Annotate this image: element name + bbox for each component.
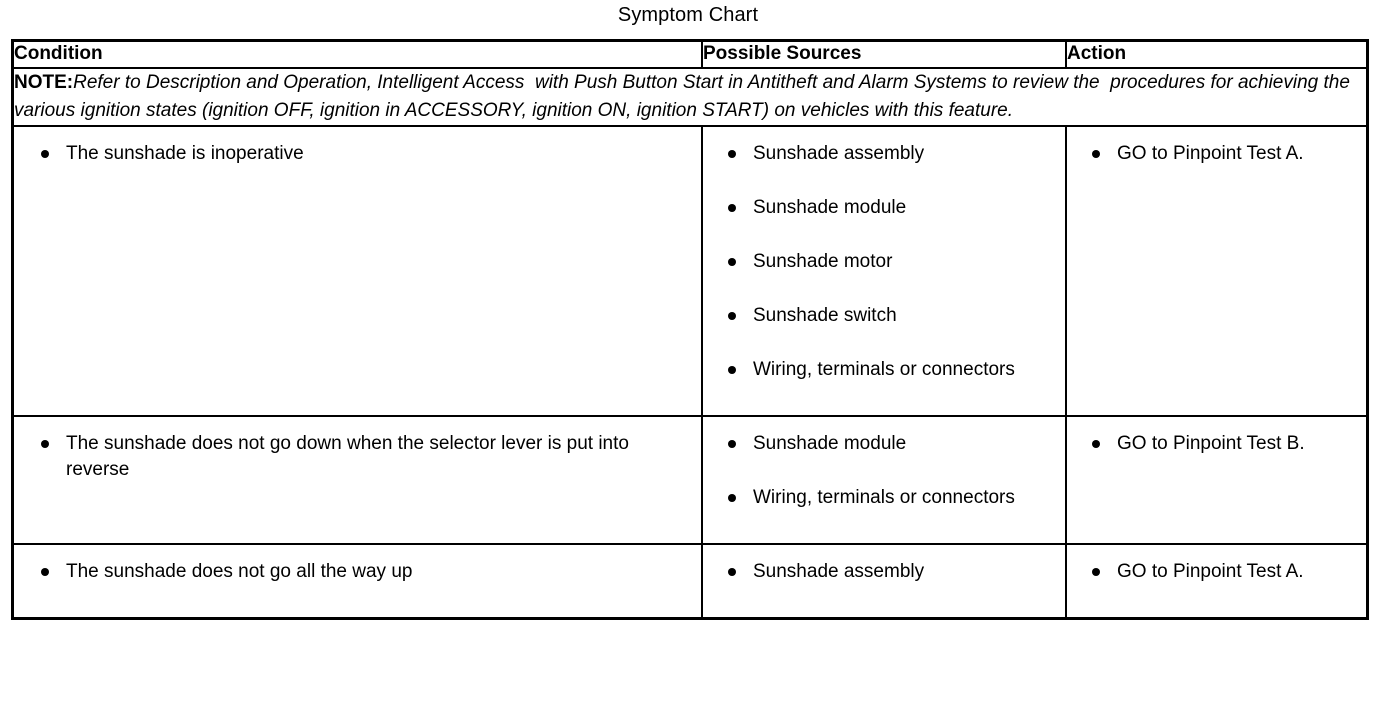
list-item: GO to Pinpoint Test A. [1091,559,1356,585]
list-item-label: Wiring, terminals or connectors [753,487,1015,508]
sources-list: Sunshade module Wiring, terminals or con… [703,417,1065,525]
table-row: The sunshade does not go down when the s… [14,415,1366,545]
cell-possible-sources: Sunshade assembly Sunshade module Sunsha… [701,125,1067,417]
page-title: Symptom Chart [617,4,759,26]
column-header-condition: Condition [14,42,703,69]
list-item-label: Sunshade module [753,433,907,454]
bullet-icon [41,440,49,448]
list-item: The sunshade does not go down when the s… [40,431,691,483]
action-list: GO to Pinpoint Test B. [1067,417,1366,471]
table-header-row: Condition Possible Sources Action [14,42,1366,69]
list-item: Sunshade assembly [727,559,1055,585]
list-item-label: GO to Pinpoint Test A. [1117,561,1304,582]
list-item: Sunshade switch [727,303,1055,329]
sources-list: Sunshade assembly [703,545,1065,599]
bullet-icon [728,440,736,448]
list-item-label: Sunshade motor [753,251,893,272]
cell-action: GO to Pinpoint Test A. [1065,543,1366,617]
note-row: NOTE:Refer to Description and Operation,… [14,67,1366,127]
action-list: GO to Pinpoint Test A. [1067,545,1366,599]
list-item-label: GO to Pinpoint Test A. [1117,143,1304,164]
note-label: NOTE: [14,72,74,93]
column-header-action: Action [1065,42,1366,69]
list-item-label: Sunshade assembly [753,561,925,582]
bullet-icon [728,258,736,266]
note-cell: NOTE:Refer to Description and Operation,… [14,67,1366,127]
bullet-icon [41,568,49,576]
list-item: Sunshade module [727,431,1055,457]
condition-list: The sunshade is inoperative [14,127,701,181]
column-header-possible-sources: Possible Sources [701,42,1067,69]
list-item-label: Sunshade switch [753,305,897,326]
list-item-label: GO to Pinpoint Test B. [1117,433,1305,454]
list-item-label: The sunshade does not go all the way up [66,561,413,582]
bullet-icon [41,150,49,158]
list-item-label: The sunshade is inoperative [66,143,304,164]
symptom-table: Condition Possible Sources Action NOTE:R… [14,42,1366,617]
list-item: Sunshade module [727,195,1055,221]
condition-list: The sunshade does not go all the way up [14,545,701,599]
condition-list: The sunshade does not go down when the s… [14,417,701,497]
list-item: Wiring, terminals or connectors [727,357,1055,383]
bullet-icon [728,150,736,158]
symptom-table-frame: Condition Possible Sources Action NOTE:R… [11,39,1369,620]
bullet-icon [728,204,736,212]
bullet-icon [728,366,736,374]
bullet-icon [1092,150,1100,158]
cell-possible-sources: Sunshade module Wiring, terminals or con… [701,415,1067,545]
cell-possible-sources: Sunshade assembly [701,543,1067,617]
list-item: GO to Pinpoint Test B. [1091,431,1356,457]
bullet-icon [728,494,736,502]
list-item-label: Wiring, terminals or connectors [753,359,1015,380]
bullet-icon [728,568,736,576]
list-item: The sunshade is inoperative [40,141,691,167]
table-row: The sunshade is inoperative Sunshade ass… [14,125,1366,417]
list-item-label: Sunshade assembly [753,143,925,164]
cell-action: GO to Pinpoint Test B. [1065,415,1366,545]
cell-condition: The sunshade does not go down when the s… [14,415,703,545]
list-item-label: The sunshade does not go down when the s… [66,433,629,480]
table-row: The sunshade does not go all the way up … [14,543,1366,617]
list-item: Sunshade assembly [727,141,1055,167]
note-text: Refer to Description and Operation, Inte… [14,72,1356,121]
cell-condition: The sunshade does not go all the way up [14,543,703,617]
list-item: The sunshade does not go all the way up [40,559,691,585]
cell-condition: The sunshade is inoperative [14,125,703,417]
list-item-label: Sunshade module [753,197,907,218]
bullet-icon [1092,568,1100,576]
list-item: GO to Pinpoint Test A. [1091,141,1356,167]
sources-list: Sunshade assembly Sunshade module Sunsha… [703,127,1065,397]
bullet-icon [1092,440,1100,448]
cell-action: GO to Pinpoint Test A. [1065,125,1366,417]
action-list: GO to Pinpoint Test A. [1067,127,1366,181]
list-item: Wiring, terminals or connectors [727,485,1055,511]
bullet-icon [728,312,736,320]
list-item: Sunshade motor [727,249,1055,275]
